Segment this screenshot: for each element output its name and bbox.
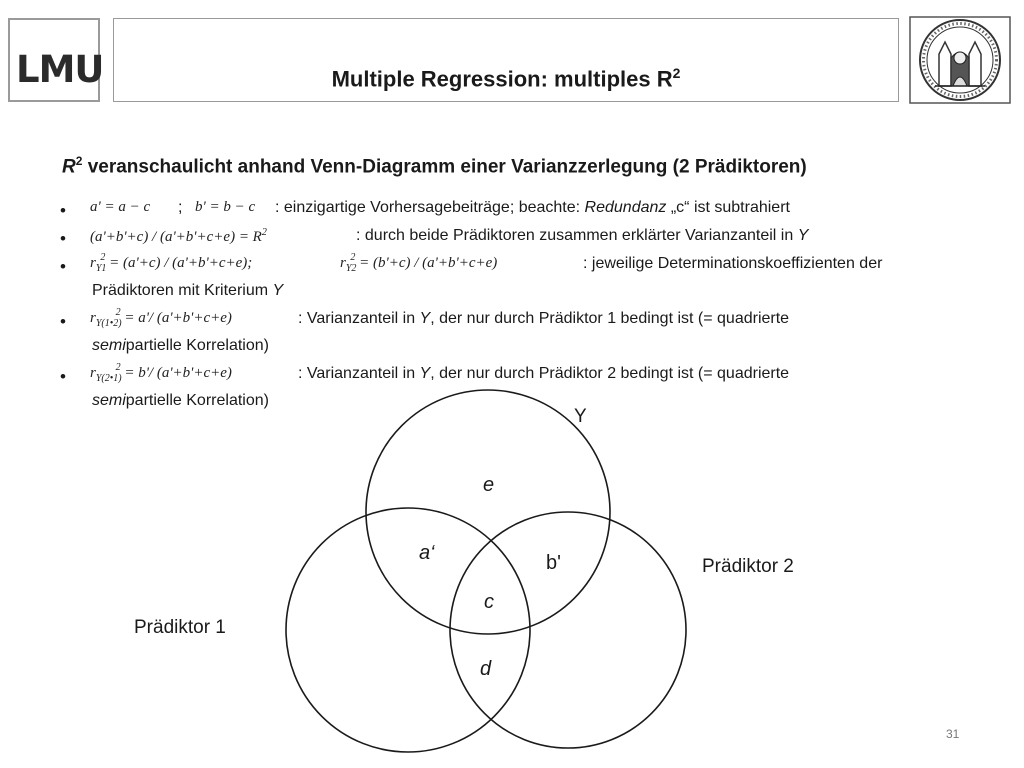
bullet-3-continuation: Prädiktoren mit Kriterium Y xyxy=(92,282,284,299)
bullet-dot: • xyxy=(60,257,66,276)
bullet-item-3: • rY12 = (a'+c) / (a'+b'+c+e); rY22 = (b… xyxy=(60,252,1000,310)
bullet-dot: • xyxy=(60,201,66,220)
formula-b-prime: b' = b − c xyxy=(195,199,256,215)
venn-area-a: a‘ xyxy=(419,542,435,564)
venn-area-b: b' xyxy=(546,552,561,574)
formula-r2-y2-given-1: rY(2•1)2 = b'/ (a'+b'+c+e) xyxy=(90,362,232,384)
heading-text: veranschaulicht anhand Venn-Diagramm ein… xyxy=(82,156,807,178)
bullet-list: • a' = a − c ; b' = b − c : einzigartige… xyxy=(60,199,1000,420)
formula-r-squared: (a'+b'+c) / (a'+b'+c+e) = R2 xyxy=(90,227,267,245)
venn-circle-predictor-2 xyxy=(449,511,687,749)
bullet-1-text: : einzigartige Vorhersagebeiträge; beach… xyxy=(275,199,790,216)
university-seal-icon xyxy=(909,16,1011,104)
venn-label-predictor-1: Prädiktor 1 xyxy=(134,617,226,638)
page-number: 31 xyxy=(946,727,960,741)
formula-r2-y2: rY22 = (b'+c) / (a'+b'+c+e) xyxy=(340,252,498,274)
bullet-5-continuation: semipartielle Korrelation) xyxy=(92,392,269,409)
lmu-logo-text: LMU xyxy=(16,48,104,91)
bullet-dot: • xyxy=(60,312,66,331)
venn-circle-predictor-1 xyxy=(285,507,531,753)
bullet-3-text: : jeweilige Determinationskoeffizienten … xyxy=(583,255,883,272)
formula-separator: ; xyxy=(178,199,183,216)
venn-label-predictor-2: Prädiktor 2 xyxy=(702,556,794,577)
bullet-item-4: • rY(1•2)2 = a'/ (a'+b'+c+e) : Varianzan… xyxy=(60,307,1000,365)
heading-sup: 2 xyxy=(75,154,83,168)
bullet-item-2: • (a'+b'+c) / (a'+b'+c+e) = R2 : durch b… xyxy=(60,227,1000,255)
slide-heading: R2 veranschaulicht anhand Venn-Diagramm … xyxy=(62,154,807,178)
venn-label-y: Y xyxy=(574,406,587,427)
bullet-4-continuation: semipartielle Korrelation) xyxy=(92,337,269,354)
formula-r2-y1-given-2: rY(1•2)2 = a'/ (a'+b'+c+e) xyxy=(90,307,232,329)
venn-area-e: e xyxy=(483,474,495,496)
bullet-dot: • xyxy=(60,367,66,386)
slide-title-sup: 2 xyxy=(672,65,681,81)
heading-r: R xyxy=(62,156,76,178)
bullet-4-text: : Varianzanteil in Y, der nur durch Präd… xyxy=(298,310,790,327)
formula-r2-y1: rY12 = (a'+c) / (a'+b'+c+e); xyxy=(90,252,253,274)
formula-a-prime: a' = a − c xyxy=(90,199,151,215)
bullet-item-5: • rY(2•1)2 = b'/ (a'+b'+c+e) : Varianzan… xyxy=(60,362,1000,420)
lmu-logo: LMU xyxy=(8,18,104,102)
bullet-item-1: • a' = a − c ; b' = b − c : einzigartige… xyxy=(60,199,1000,227)
bullet-2-text: : durch beide Prädiktoren zusammen erklä… xyxy=(356,227,809,244)
slide-title-text: Multiple Regression: multiples R xyxy=(331,66,673,92)
bullet-5-text: : Varianzanteil in Y, der nur durch Präd… xyxy=(298,365,790,382)
bullet-dot: • xyxy=(60,229,66,248)
title-box: Multiple Regression: multiples R2 xyxy=(113,18,899,102)
venn-area-c: c xyxy=(484,591,494,613)
slide-title: Multiple Regression: multiples R2 xyxy=(114,65,898,92)
venn-area-d: d xyxy=(480,658,492,680)
